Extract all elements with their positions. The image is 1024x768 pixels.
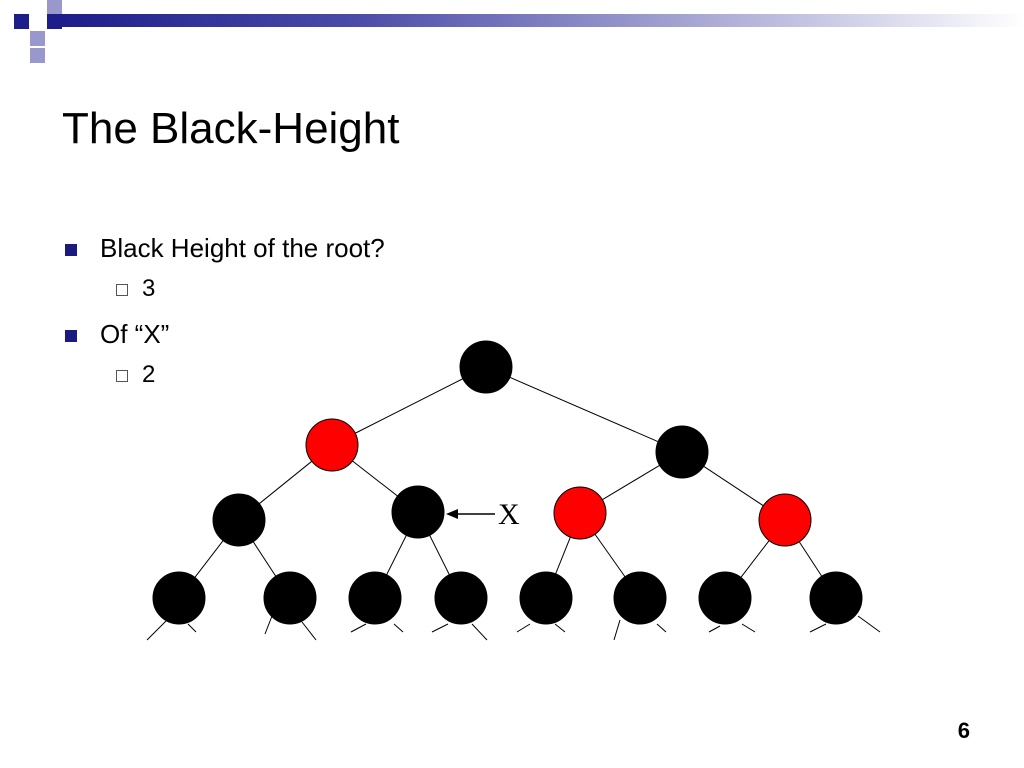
black-node [391, 485, 445, 539]
square-bullet-icon [65, 244, 77, 256]
decor-square [14, 14, 29, 29]
tree-edge-stub [857, 615, 881, 633]
black-node [263, 571, 317, 625]
decor-square [47, 14, 62, 29]
tree-edge [429, 535, 450, 575]
tree-edge [354, 378, 464, 434]
tree-edge-stub [431, 623, 449, 633]
tree-edge [555, 536, 571, 575]
pointer-arrowhead-icon [446, 509, 458, 519]
tree-edge [258, 460, 313, 505]
black-node [152, 571, 206, 625]
tree-edge-stub [301, 621, 317, 641]
tree-edge-stub [393, 623, 404, 633]
tree-edge-stub [264, 615, 273, 635]
black-node [655, 425, 709, 479]
tree-edge-stub [187, 623, 197, 633]
tree-edge [352, 460, 398, 497]
black-node [698, 571, 752, 625]
red-node [758, 493, 812, 547]
pointer-label: X [498, 498, 520, 531]
bullet-list: Black Height of the root? 3 Of “X” 2 [62, 230, 562, 402]
sub-bullet-item: 3 [62, 272, 562, 316]
tree-edge-stub [471, 623, 488, 641]
sub-bullet-item: 2 [62, 358, 562, 402]
red-node [305, 418, 359, 472]
red-node [553, 486, 607, 540]
hollow-square-bullet-icon [116, 370, 128, 382]
black-node [434, 571, 488, 625]
sub-bullet-text: 2 [142, 361, 156, 388]
hollow-square-bullet-icon [116, 284, 128, 296]
header-gradient-bar [62, 14, 1024, 27]
black-node [809, 571, 863, 625]
sub-bullet-text: 3 [142, 275, 156, 302]
decor-square [30, 31, 45, 46]
tree-edge [594, 533, 626, 578]
black-node [519, 571, 573, 625]
black-node [613, 571, 667, 625]
tree-edge-stub [741, 623, 756, 633]
tree-edge-stub [350, 623, 367, 633]
decor-square [30, 48, 45, 63]
tree-edge-stub [708, 625, 721, 633]
slide-title: The Black-Height [62, 104, 400, 153]
black-node [212, 493, 266, 547]
tree-edge [194, 540, 224, 578]
bullet-text: Black Height of the root? [100, 233, 385, 263]
tree-edge-stub [516, 623, 531, 633]
bullet-item: Of “X” [62, 316, 562, 356]
tree-edge [703, 465, 764, 507]
black-node [348, 571, 402, 625]
tree-edge-stub [554, 623, 566, 633]
square-bullet-icon [65, 330, 77, 342]
black-node [459, 340, 513, 394]
tree-edge [509, 376, 659, 443]
tree-edge-stub [656, 623, 667, 633]
page-number: 6 [957, 718, 970, 743]
decor-square [47, 0, 62, 15]
bullet-text: Of “X” [100, 319, 170, 349]
tree-edge [740, 540, 770, 578]
bullet-item: Black Height of the root? [62, 230, 562, 270]
tree-edge-stub [809, 623, 827, 633]
tree-edge-stub [613, 619, 621, 641]
tree-edge [386, 535, 407, 575]
tree-edge [798, 541, 823, 577]
tree-edge [252, 541, 277, 577]
tree-edge-stub [146, 620, 167, 641]
tree-edge [602, 464, 660, 501]
title-decoration [0, 0, 1024, 70]
